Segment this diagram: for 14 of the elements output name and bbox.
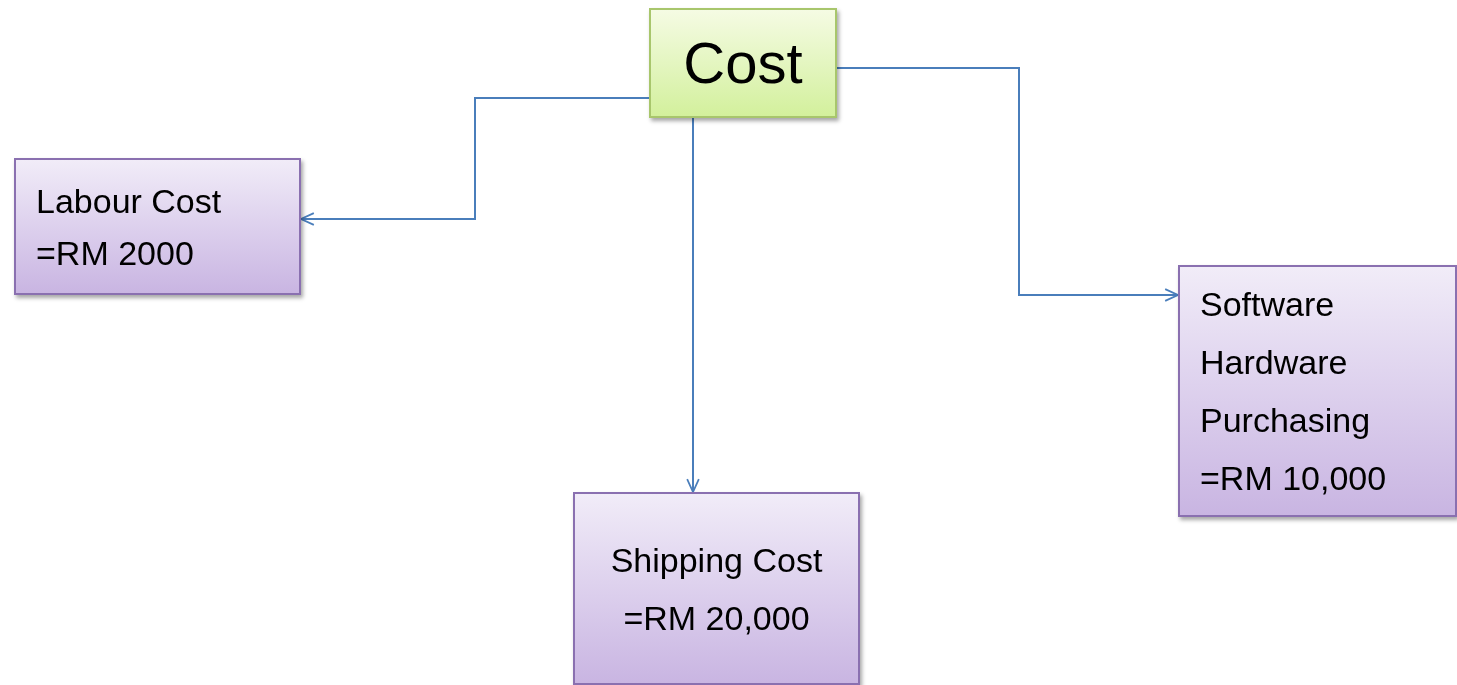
node-title: Software Hardware Purchasing	[1200, 284, 1372, 441]
root-box	[649, 8, 837, 118]
amount-text: =RM 20,000	[623, 597, 810, 639]
node-title: Cost	[683, 31, 803, 95]
node-title: Labour Cost	[36, 180, 222, 222]
connector-arrow	[836, 67, 1179, 302]
cost-box	[1178, 265, 1457, 517]
cost-box	[573, 492, 860, 685]
connector-arrow	[300, 97, 650, 226]
connector-arrow	[686, 117, 700, 493]
amount-text: =RM 2000	[36, 232, 194, 274]
cost-box	[14, 158, 301, 295]
amount-text: =RM 10,000	[1200, 458, 1387, 499]
node-title: Shipping Cost	[610, 539, 823, 581]
